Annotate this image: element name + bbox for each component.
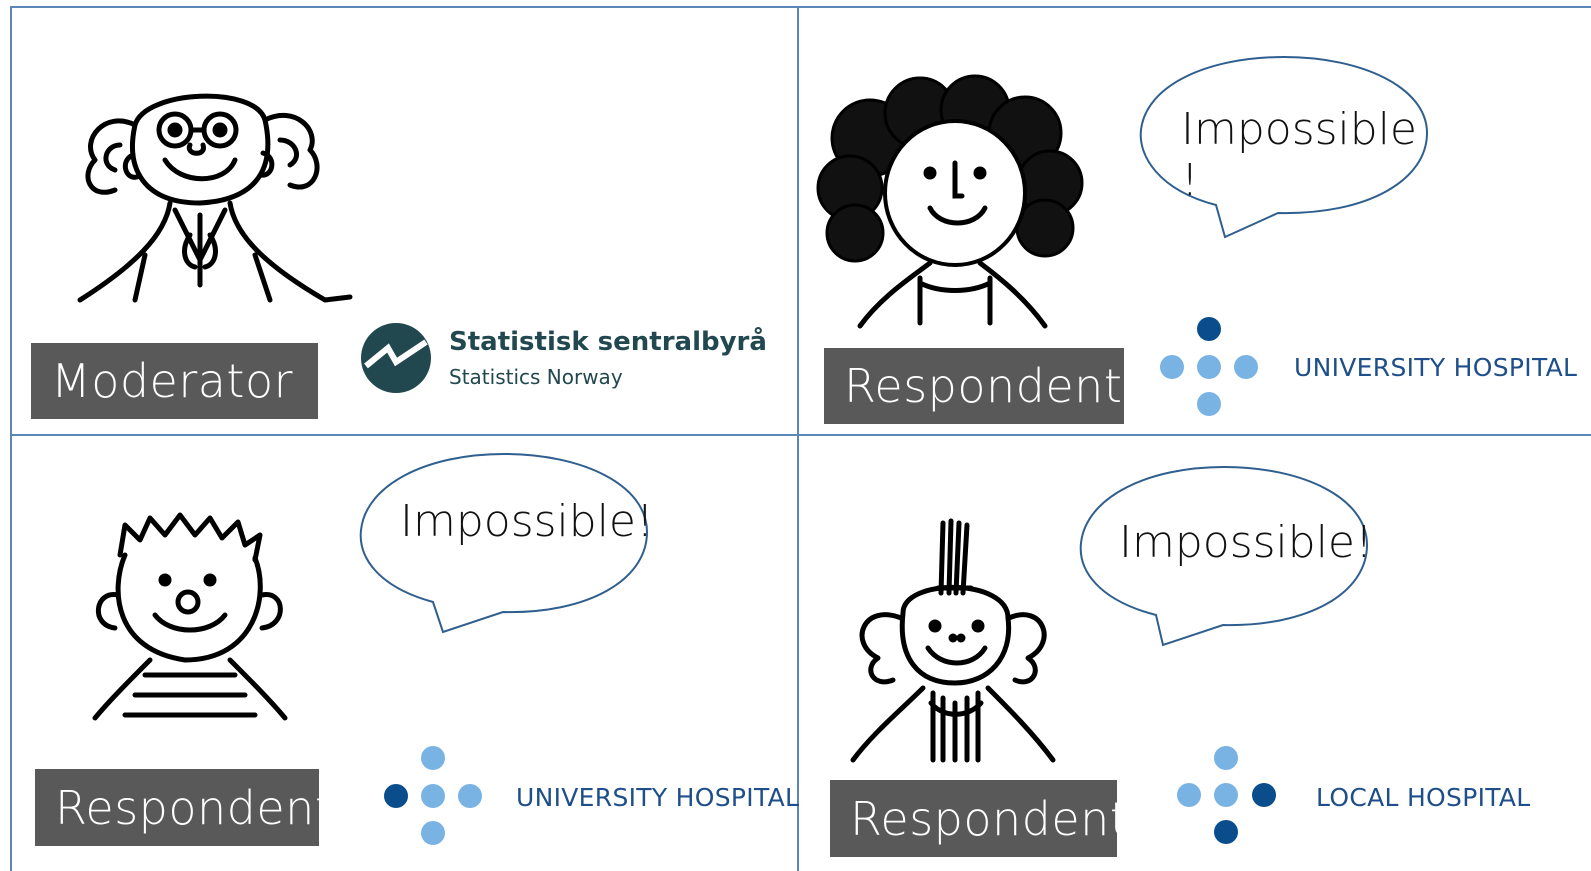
speech-bubble-text-panel-3: Impossible! — [400, 496, 654, 547]
speech-bubble-text-panel-2: Impossible ! — [1181, 104, 1417, 206]
moderator-character-illustration — [77, 93, 353, 303]
speech-bubble-panel-2 — [1139, 55, 1429, 239]
respondent-role-label-text-panel-3: Respondent — [55, 780, 334, 835]
respondent-role-label-text-panel-2: Respondent — [844, 359, 1123, 413]
grid-horizontal-divider — [10, 434, 1591, 436]
hospital-name-panel-4: LOCAL HOSPITAL — [1316, 783, 1531, 812]
respondent-role-label-panel-3: Respondent — [35, 769, 333, 846]
hospital-name-panel-2: UNIVERSITY HOSPITAL — [1294, 353, 1578, 382]
speech-bubble-text-panel-4: Impossible! — [1119, 517, 1373, 568]
respondent-role-label-panel-2: Respondent — [824, 348, 1124, 424]
moderator-role-label-text: Moderator — [51, 354, 294, 408]
hospital-cross-icon-panel-3 — [384, 746, 482, 845]
hospital-cross-icon-panel-4 — [1177, 746, 1276, 844]
grid-top-border — [10, 6, 1591, 8]
ssb-logo-icon — [361, 323, 431, 393]
hospital-name-panel-3: UNIVERSITY HOSPITAL — [516, 783, 800, 812]
respondent-role-label-panel-4: Respondent — [830, 780, 1128, 857]
speech-bubble-panel-3 — [359, 452, 649, 634]
ssb-logo-subtitle: Statistics Norway — [449, 365, 623, 389]
respondent-spiky-hair-illustration — [92, 512, 288, 721]
ssb-logo-name: Statistisk sentralbyrå — [449, 327, 767, 357]
respondent-topknot-illustration — [850, 518, 1056, 763]
moderator-role-label: Moderator — [31, 343, 318, 419]
grid-vertical-divider — [797, 6, 799, 871]
respondent-role-label-text-panel-4: Respondent — [850, 791, 1129, 846]
speech-bubble-panel-4 — [1079, 465, 1369, 647]
grid-left-border — [10, 6, 12, 871]
hospital-cross-icon-panel-2 — [1160, 317, 1258, 416]
respondent-curly-hair-illustration — [816, 74, 1084, 329]
